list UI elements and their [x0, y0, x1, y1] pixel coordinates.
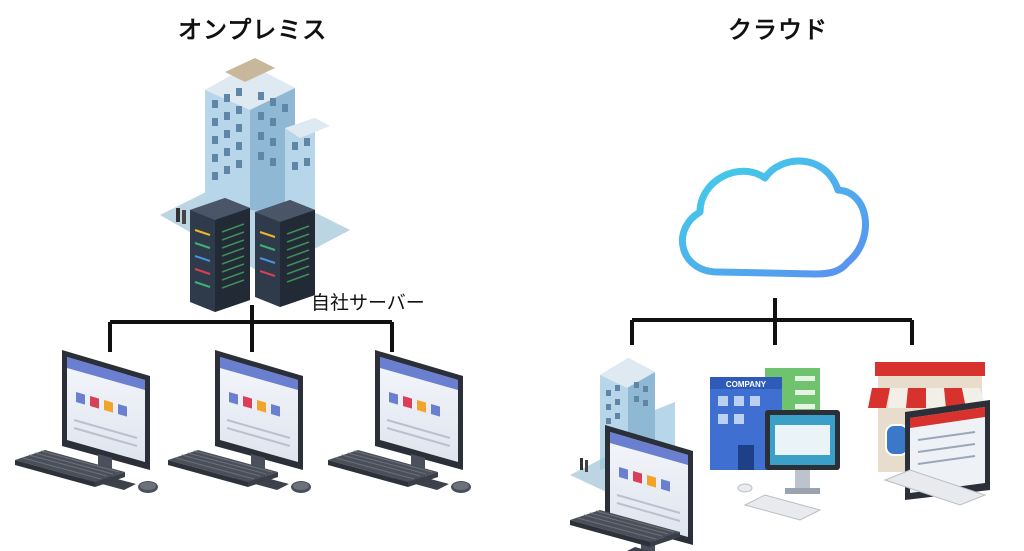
cloud-title: クラウド: [728, 16, 828, 44]
onprem-pc-3: [327, 349, 471, 493]
cloud-office-building-icon: [569, 358, 694, 551]
cloud-icon: [679, 157, 869, 278]
onprem-title: オンプレミス: [178, 16, 328, 44]
server-rack-icon: [190, 198, 315, 312]
onprem-pc-1: [14, 349, 158, 493]
onprem-pc-2: [167, 349, 311, 493]
company-sign: COMPANY: [726, 380, 767, 389]
cloud-shop-icon: [868, 362, 990, 506]
onprem-connector: [108, 305, 394, 352]
cloud-connector: [630, 298, 914, 345]
server-label: 自社サーバー: [311, 292, 425, 314]
cloud-company-building-icon: COMPANY: [710, 368, 840, 521]
